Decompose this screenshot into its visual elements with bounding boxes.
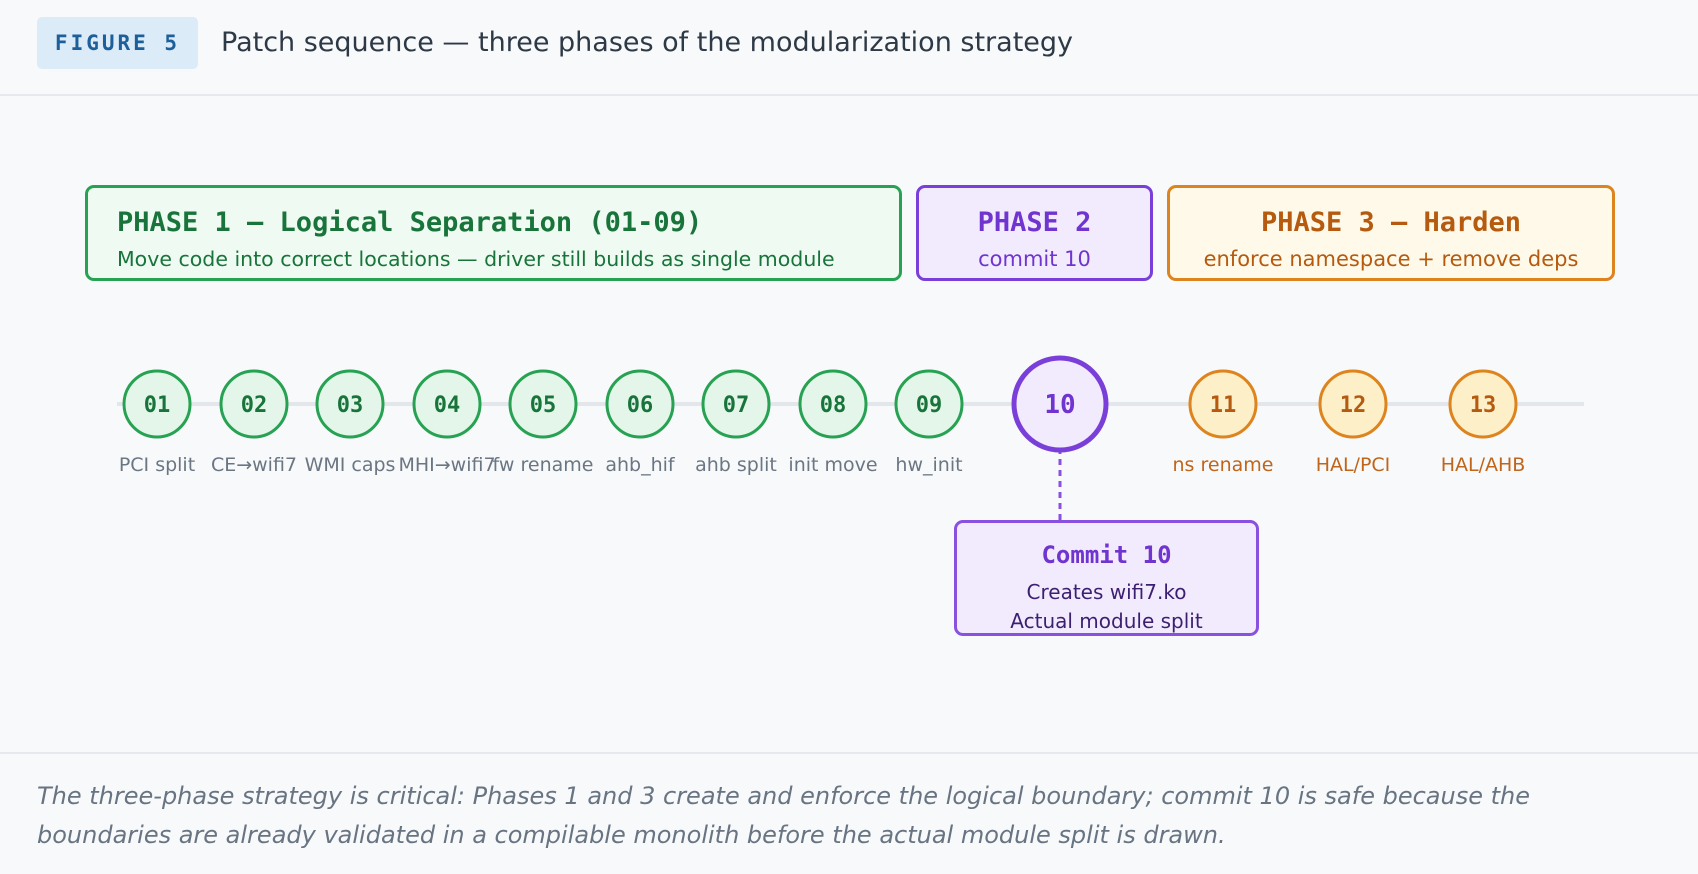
commit-01-node (122, 369, 192, 439)
phase-2-title: PHASE 2 (977, 207, 1092, 238)
figure-caption-area: The three-phase strategy is critical: Ph… (0, 752, 1698, 874)
commit-07-label: ahb split (695, 454, 777, 476)
phase-1-title: PHASE 1 — Logical Separation (01-09) (117, 207, 703, 238)
commit-07-number: 07 (723, 393, 750, 418)
commit-11-number: 11 (1210, 393, 1237, 418)
commit-09-number: 09 (916, 393, 943, 418)
commit-09-node (894, 369, 964, 439)
commit-06-label: ahb_hif (605, 454, 676, 476)
commit-11-label: ns rename (1173, 454, 1274, 476)
commit-01-label: PCI split (119, 454, 195, 476)
figure-title: Patch sequence — three phases of the mod… (221, 27, 1074, 58)
commit-11-node (1188, 369, 1258, 439)
commit-03-number: 03 (337, 393, 364, 418)
commit-01-number: 01 (144, 393, 171, 418)
commit-05-node (508, 369, 578, 439)
phase-3-title: PHASE 3 — Harden (1260, 207, 1522, 238)
commit-12-number: 12 (1340, 393, 1367, 418)
phase-1-box: PHASE 1 — Logical Separation (01-09) Mov… (85, 185, 902, 281)
commit-08-number: 08 (820, 393, 847, 418)
commit-04-label: MHI→wifi7 (398, 454, 495, 476)
commit-02-number: 02 (241, 393, 268, 418)
commit-06-node (605, 369, 675, 439)
phase-2-subtitle: commit 10 (978, 247, 1091, 271)
callout-line-2: Actual module split (1010, 609, 1203, 633)
figure-caption: The three-phase strategy is critical: Ph… (37, 782, 1530, 849)
callout-title: Commit 10 (1041, 541, 1172, 569)
commit-08-label: init move (788, 454, 877, 476)
commit-12-node (1318, 369, 1388, 439)
commit-08-node (798, 369, 868, 439)
commit-02-label: CE→wifi7 (211, 454, 297, 476)
figure-header: FIGURE 5 Patch sequence — three phases o… (0, 0, 1698, 96)
commit-12-label: HAL/PCI (1316, 454, 1391, 476)
phase-1-subtitle: Move code into correct locations — drive… (117, 247, 835, 271)
phase-2-box: PHASE 2 commit 10 (916, 185, 1153, 281)
commit-09-label: hw_init (895, 454, 962, 476)
commit-02-node (219, 369, 289, 439)
callout-line-1: Creates wifi7.ko (1026, 580, 1187, 604)
commit-13-label: HAL/AHB (1441, 454, 1526, 476)
commit-04-number: 04 (434, 393, 461, 418)
commit-06-number: 06 (627, 393, 654, 418)
phase-3-subtitle: enforce namespace + remove deps (1203, 247, 1579, 271)
commit-03-node (315, 369, 385, 439)
phase-3-box: PHASE 3 — Harden enforce namespace + rem… (1167, 185, 1615, 281)
commit-05-number: 05 (530, 393, 557, 418)
commit-13-node (1448, 369, 1518, 439)
commit-07-node (701, 369, 771, 439)
figure-badge: FIGURE 5 (37, 17, 198, 69)
commit-10-callout: Commit 10 Creates wifi7.ko Actual module… (954, 520, 1259, 636)
commit-05-label: fw rename (493, 454, 594, 476)
commit-10-number: 10 (1044, 390, 1075, 420)
commit-04-node (412, 369, 482, 439)
commit-03-label: WMI caps (305, 454, 396, 476)
commit-10-node (1011, 355, 1109, 453)
commit-13-number: 13 (1470, 393, 1497, 418)
